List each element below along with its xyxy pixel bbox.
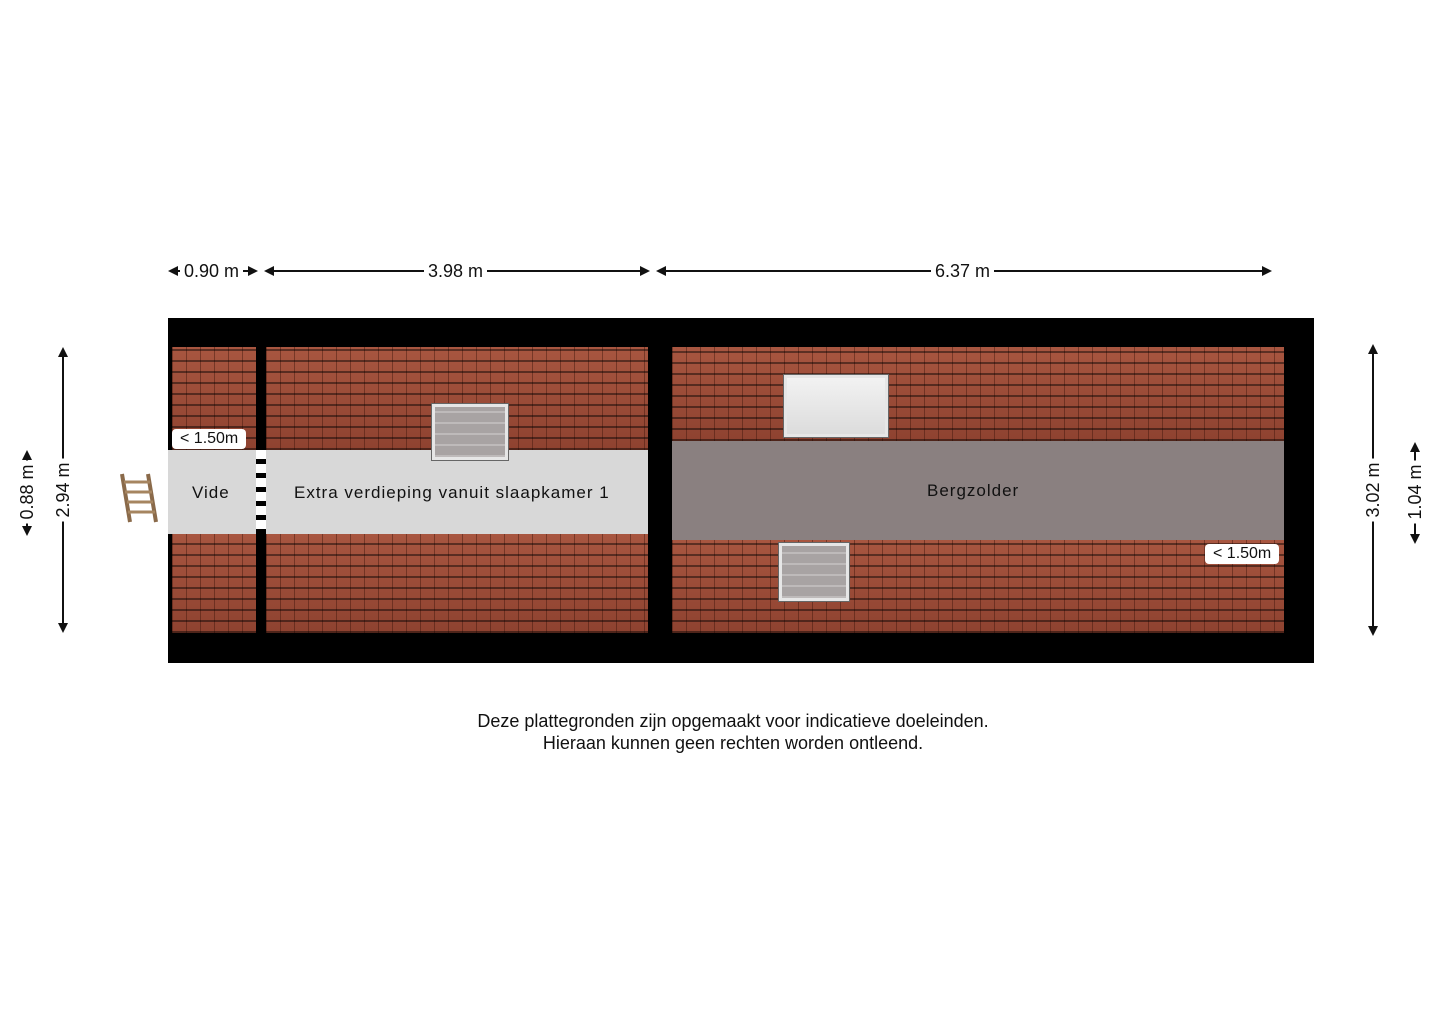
height-tag-right: < 1.50m <box>1205 544 1280 564</box>
dimension-label-top-2: 3.98 m <box>424 261 488 281</box>
dimension-label-top-3: 6.37 m <box>931 261 995 281</box>
roof-tiles-right-top <box>672 347 1284 441</box>
room-label-vide: Vide <box>192 483 230 502</box>
ladder-icon <box>120 473 158 523</box>
dimension-label-left-inner: 2.94 m <box>53 458 73 522</box>
roof-tiles-right-bottom <box>672 540 1284 633</box>
roof-tiles-left-bottom <box>172 534 256 633</box>
dimension-label-left-outer: 0.88 m <box>17 460 37 524</box>
floor-bergzolder <box>672 441 1284 540</box>
room-label-bergzolder: Bergzolder <box>927 481 1020 500</box>
roof-tiles-middle-bottom <box>266 534 648 633</box>
floor-vide <box>168 450 256 534</box>
disclaimer-line-1: Deze plattegronden zijn opgemaakt voor i… <box>477 711 989 731</box>
dimension-label-top-1: 0.90 m <box>180 261 244 281</box>
floor-extra-verdieping <box>266 450 648 534</box>
roof-window-right-bottom <box>779 543 849 601</box>
roof-window-right-top <box>784 375 888 437</box>
dimension-label-right-outer: 1.04 m <box>1405 460 1425 524</box>
disclaimer-line-2: Hieraan kunnen geen rechten worden ontle… <box>542 733 924 753</box>
height-tag-left: < 1.50m <box>172 429 247 449</box>
railing <box>256 450 266 534</box>
roof-window-middle <box>432 404 508 460</box>
room-label-extra-verdieping: Extra verdieping vanuit slaapkamer 1 <box>294 483 610 502</box>
dimension-label-right-inner: 3.02 m <box>1363 458 1383 522</box>
disclaimer: Deze plattegronden zijn opgemaakt voor i… <box>0 710 1440 754</box>
